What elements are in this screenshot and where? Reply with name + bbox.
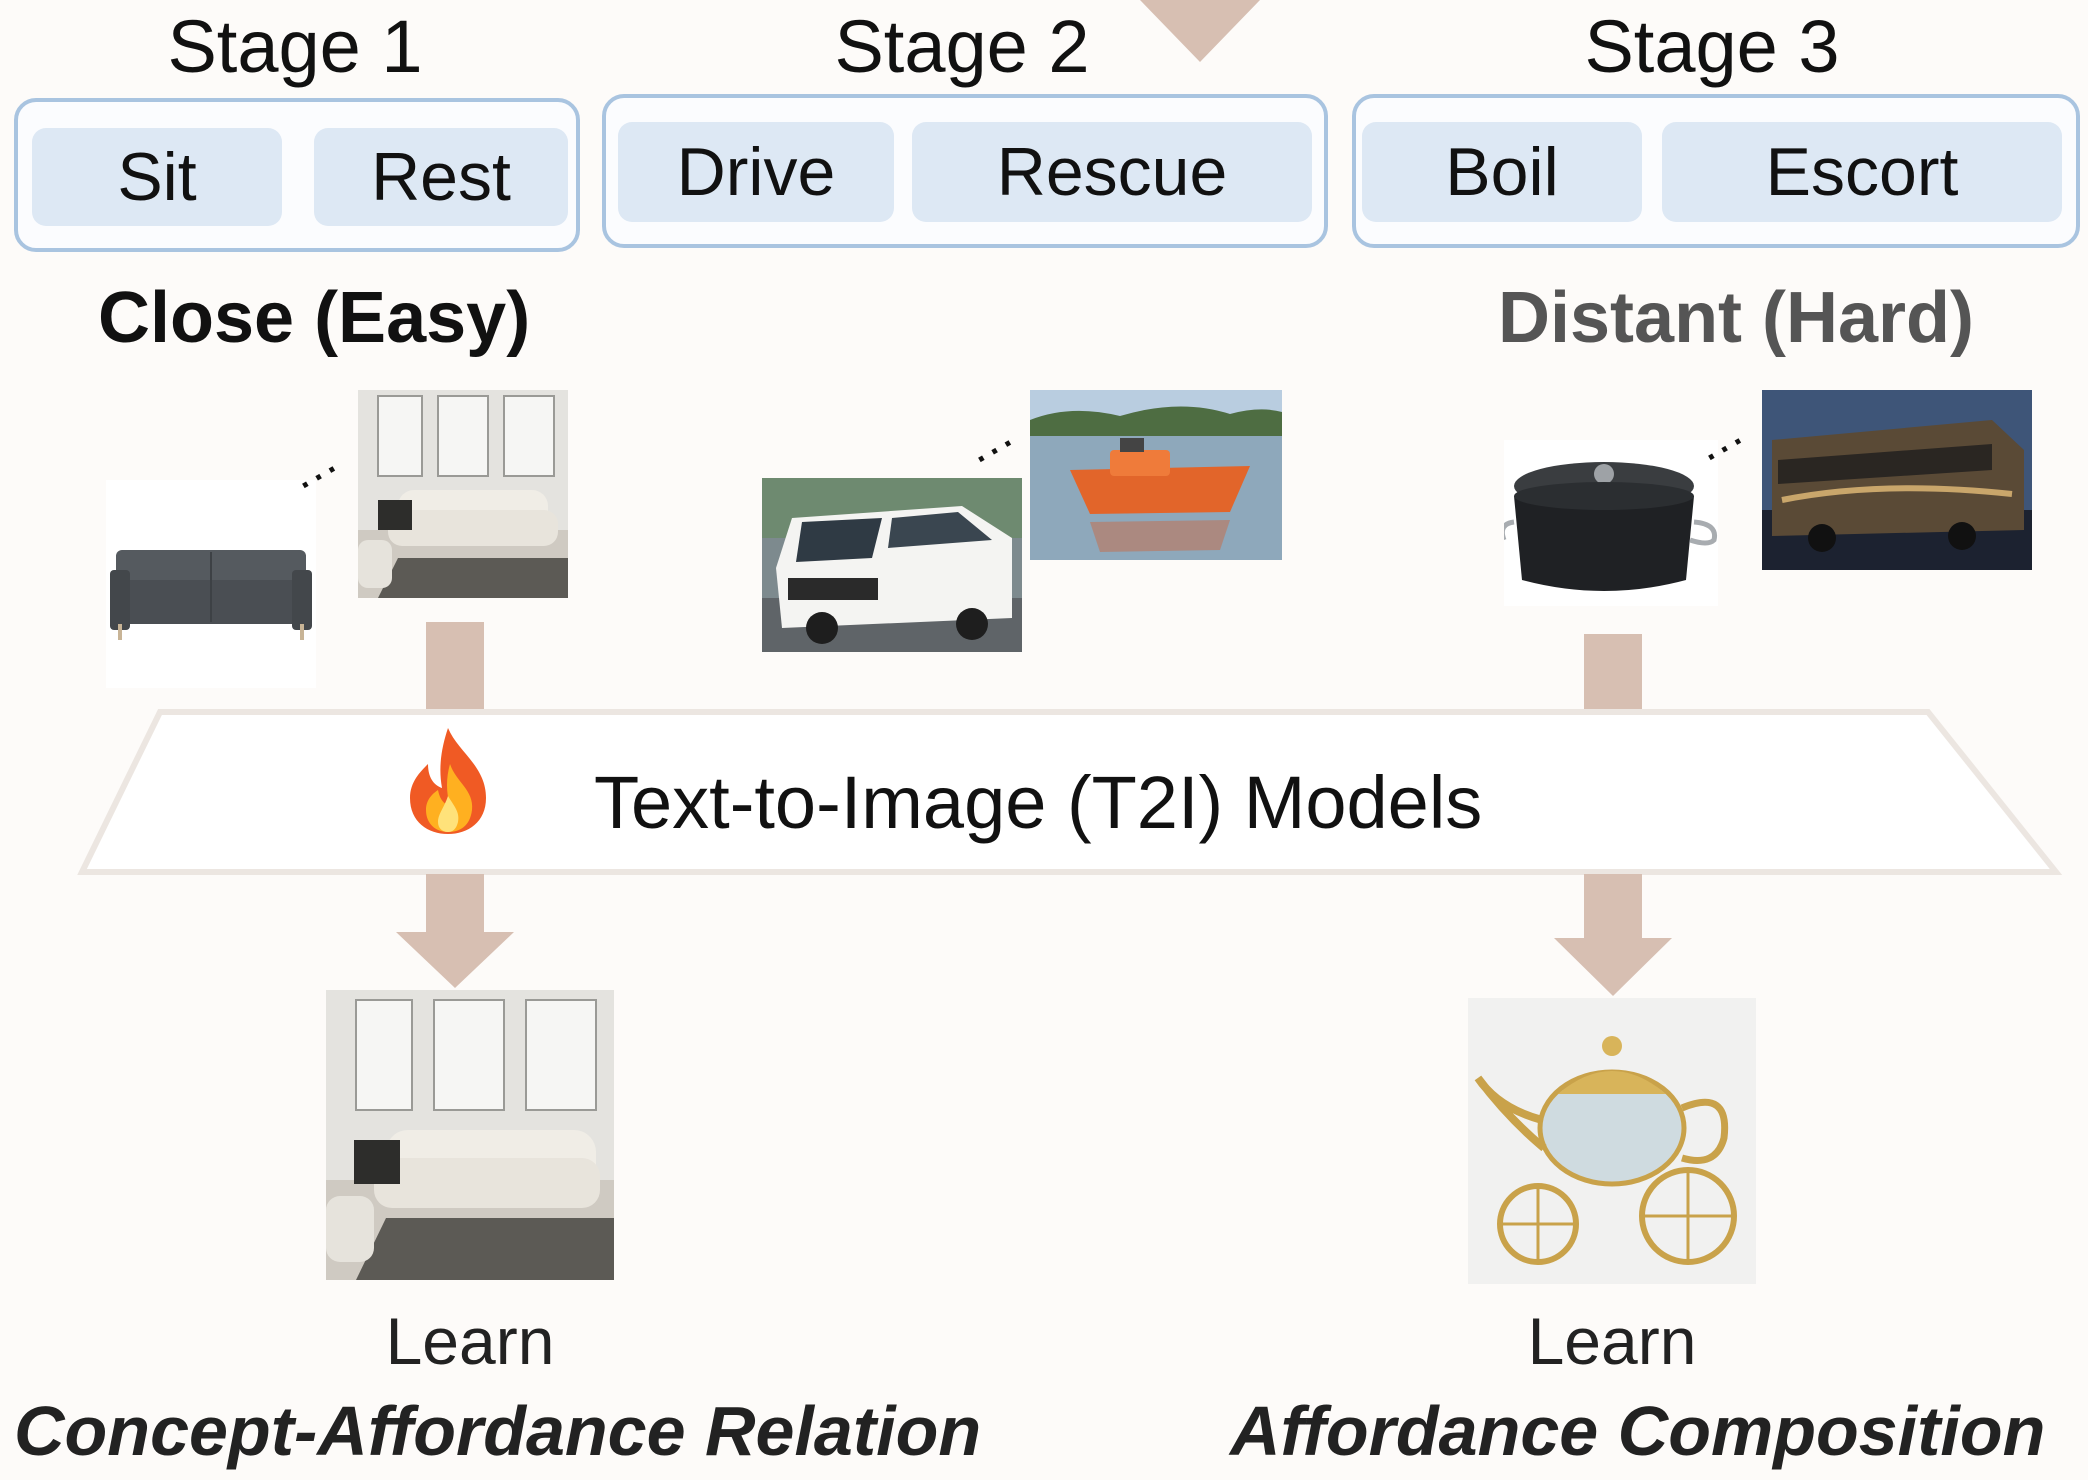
learn-label-left: Learn: [385, 1304, 555, 1378]
arrow-output-right: [1554, 874, 1672, 996]
affordance-rescue: Rescue: [912, 122, 1312, 222]
white-van-image: [762, 478, 1022, 652]
fire-icon: [398, 726, 498, 836]
stage-2-box: Drive Rescue: [602, 94, 1328, 248]
affordance-drive: Drive: [618, 122, 894, 222]
luxury-bus-image: [1762, 390, 2032, 570]
stage-2-ellipsis: ...: [955, 405, 1023, 474]
affordance-rest: Rest: [314, 128, 568, 226]
affordance-escort: Escort: [1662, 122, 2062, 222]
hard-label: Distant (Hard): [1498, 278, 1975, 358]
learn-label-right: Learn: [1527, 1304, 1697, 1378]
outcome-concept-affordance: Concept-Affordance Relation: [14, 1392, 982, 1470]
arrow-output-left: [396, 874, 514, 988]
affordance-boil: Boil: [1362, 122, 1642, 222]
stage-1-title: Stage 1: [167, 5, 423, 88]
arrow-stage1-down: [426, 622, 484, 712]
stage-3-title: Stage 3: [1584, 5, 1840, 88]
gray-sofa-image: [106, 480, 316, 688]
teapot-carriage-image: [1468, 998, 1756, 1284]
arrow-stage3-down: [1584, 634, 1642, 712]
t2i-model-block: [77, 709, 2062, 875]
stage-2-title: Stage 2: [834, 5, 1090, 88]
living-room-sofa-image: [358, 390, 568, 598]
top-arrow: [1140, 0, 1260, 62]
stage-1-box: Sit Rest: [14, 98, 580, 252]
cooking-pot-image: [1504, 440, 1718, 606]
t2i-model-label: Text-to-Image (T2I) Models: [594, 761, 1483, 844]
generated-sofa-room-image: [326, 990, 614, 1280]
easy-label: Close (Easy): [98, 278, 531, 358]
stage-3-box: Boil Escort: [1352, 94, 2080, 248]
affordance-sit: Sit: [32, 128, 282, 226]
rescue-boat-image: [1030, 390, 1282, 560]
outcome-affordance-composition: Affordance Composition: [1230, 1392, 2046, 1470]
